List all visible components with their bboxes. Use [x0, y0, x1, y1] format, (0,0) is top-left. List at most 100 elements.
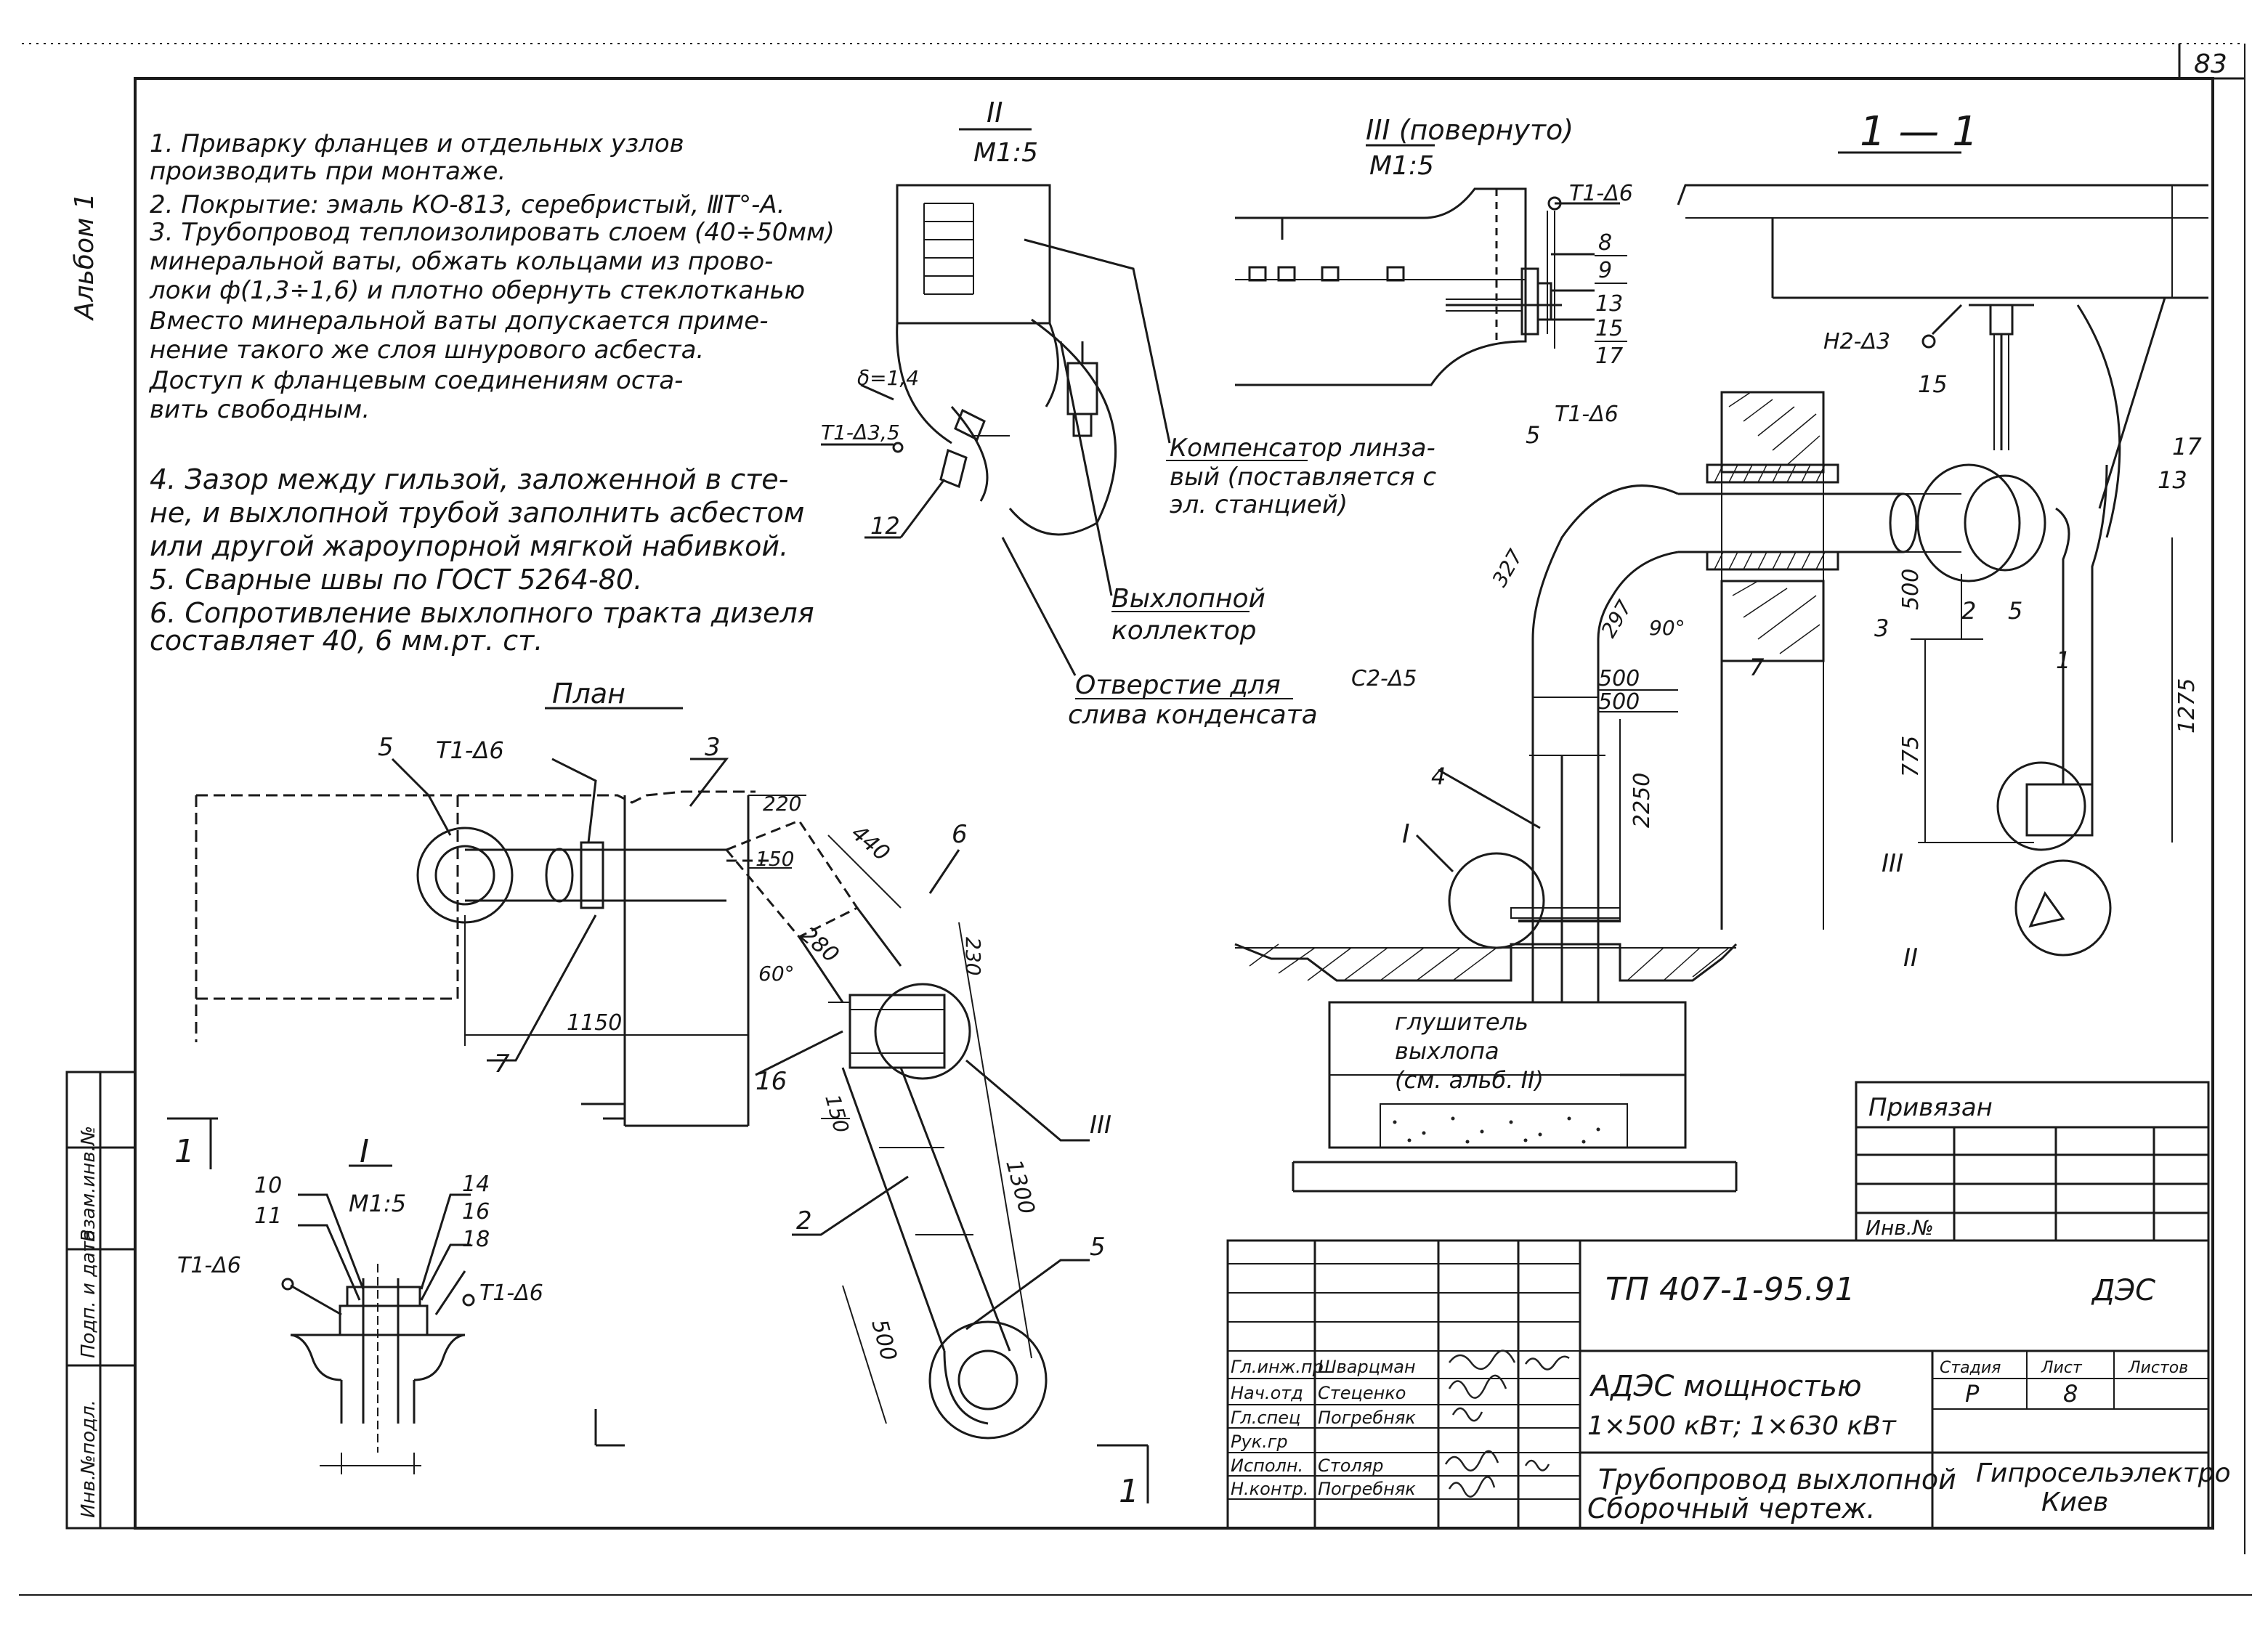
dim-60: 60°	[758, 962, 795, 986]
part-12-II: 12	[870, 512, 900, 540]
roman-III-section: III	[1882, 849, 1903, 878]
weld-t1-6-I-right: Т1-Δ6	[479, 1280, 543, 1306]
part-3-section: 3	[1874, 614, 1889, 642]
staff-role-4: Исполн.	[1231, 1456, 1303, 1476]
compensator-line2: вый (поставляется с	[1170, 463, 1436, 492]
section-1-1	[1234, 151, 2208, 1193]
tb-object-2: 1×500 кВт; 1×630 кВт	[1587, 1411, 1897, 1441]
dim-500-c: 500	[1898, 569, 1924, 610]
note-line: Доступ к фланцевым соединениям оста-	[150, 366, 684, 395]
part-10-I: 10	[254, 1173, 282, 1198]
part-17-section: 17	[2172, 433, 2202, 460]
dim-280: 280	[795, 922, 843, 968]
note-line: 5. Сварные швы по ГОСТ 5264-80.	[150, 564, 643, 596]
sheet-frame	[19, 43, 2252, 1596]
section-mark-right: 1	[1119, 1473, 1139, 1510]
signatures	[1444, 1349, 1570, 1498]
detail-I-id: I	[360, 1133, 369, 1170]
roman-II-section: II	[1903, 943, 1918, 973]
side-stamp	[65, 1071, 137, 1530]
part-15-section: 15	[1918, 370, 1948, 398]
part-11-I: 11	[254, 1203, 282, 1229]
compensator-line3: эл. станцией)	[1170, 490, 1348, 519]
dim-1150: 1150	[567, 1010, 622, 1036]
staff-name-2: Погребняк	[1318, 1408, 1416, 1428]
detail-II	[821, 128, 1171, 676]
note-line: 6. Сопротивление выхлопного тракта дизел…	[150, 597, 814, 629]
muffler-line3: (см. альб. II)	[1395, 1066, 1544, 1094]
tb-stage-h: Стадия	[1940, 1359, 2001, 1377]
part-7-section: 7	[1749, 654, 1765, 681]
note-line: составляет 40, 6 мм.рт. ст.	[150, 625, 543, 657]
dim-297: 297	[1596, 596, 1636, 642]
dim-440: 440	[846, 820, 894, 866]
staff-name-5: Погребняк	[1318, 1479, 1416, 1499]
part-5b-plan: 5	[1090, 1233, 1106, 1262]
weld-t1-35: Т1-Δ3,5	[821, 421, 900, 444]
tb-drawing-2: Сборочный чертеж.	[1587, 1493, 1875, 1525]
part-2-section: 2	[1961, 597, 1976, 625]
detail-II-id: II	[987, 97, 1003, 129]
part-6-plan: 6	[952, 820, 968, 849]
part-3-plan: 3	[705, 733, 721, 762]
part-1-section: 1	[2056, 646, 2070, 674]
dim-230: 230	[961, 937, 985, 975]
part-14-I: 14	[462, 1172, 490, 1197]
note-line: локи ф(1,3÷1,6) и плотно обернуть стекло…	[150, 276, 806, 305]
note-line: 2. Покрытие: эмаль КО-813, серебристый, …	[150, 190, 785, 219]
detail-III	[1235, 144, 1620, 386]
part-5b-section: 5	[2008, 597, 2022, 625]
tb-org-2: Киев	[2041, 1487, 2108, 1517]
delta-label: δ=1,4	[857, 366, 919, 390]
part-15-III: 15	[1595, 316, 1623, 341]
weld-t1-6-section: Т1-Δ6	[1555, 402, 1619, 427]
weld-t1-6-I-left: Т1-Δ6	[177, 1253, 241, 1278]
staff-role-0: Гл.инж.пр	[1231, 1357, 1324, 1377]
weld-t1-6-III: Т1-Δ6	[1569, 181, 1633, 206]
detail-I	[281, 1164, 475, 1474]
binding-title: Привязан	[1868, 1093, 1993, 1122]
dim-500-a: 500	[1598, 666, 1640, 691]
dim-775: 775	[1898, 736, 1924, 777]
part-17-III: 17	[1595, 344, 1623, 369]
side-stamp-sign: Подп. и дата	[78, 1230, 100, 1358]
note-line: минеральной ваты, обжать кольцами из про…	[150, 247, 774, 276]
binding-inv: Инв.№	[1866, 1216, 1934, 1240]
dim-500-b: 500	[1598, 689, 1640, 715]
plan-title: План	[552, 678, 625, 710]
roman-III-plan: III	[1090, 1111, 1111, 1140]
weld-c2-5: С2-Δ5	[1351, 666, 1417, 691]
part-7-plan: 7	[494, 1050, 510, 1079]
detail-III-id: III (повернуто)	[1366, 114, 1574, 146]
staff-name-0: Шварцман	[1318, 1357, 1416, 1377]
note-line: производить при монтаже.	[150, 157, 506, 186]
note-line: 4. Зазор между гильзой, заложенной в сте…	[150, 463, 789, 495]
tb-object-1: АДЭС мощностью	[1589, 1370, 1862, 1403]
detail-III-scale: М1:5	[1369, 151, 1434, 181]
dim-150-b: 150	[820, 1092, 854, 1135]
dim-500-plan: 500	[866, 1317, 902, 1363]
dim-90: 90°	[1649, 616, 1685, 640]
plan-view	[167, 707, 1149, 1503]
collector-line1: Выхлопной	[1111, 584, 1265, 614]
part-4-section: 4	[1431, 763, 1446, 790]
album-label: Альбом 1	[70, 192, 100, 321]
dim-220: 220	[763, 792, 801, 816]
tb-sheet-h: Лист	[2041, 1359, 2083, 1377]
weld-t1-6-plan: Т1-Δ6	[436, 736, 504, 764]
note-line: 1. Приварку фланцев и отдельных узлов	[150, 129, 684, 158]
side-stamp-inv: Инв.№подл.	[78, 1400, 100, 1518]
tb-mark: ДЭС	[2091, 1274, 2155, 1307]
part-2-plan: 2	[796, 1206, 812, 1235]
collector-line2: коллектор	[1111, 616, 1257, 646]
dim-1275: 1275	[2174, 678, 2200, 734]
note-line: 3. Трубопровод теплоизолировать слоем (4…	[150, 218, 835, 247]
note-line: нение такого же слоя шнурового асбеста.	[150, 336, 705, 365]
tb-drawing-1: Трубопровод выхлопной	[1598, 1463, 1956, 1495]
part-16-I: 16	[462, 1199, 490, 1225]
dim-2250: 2250	[1629, 773, 1655, 828]
staff-role-1: Нач.отд	[1231, 1383, 1303, 1403]
part-13-III: 13	[1595, 291, 1623, 317]
muffler-line1: глушитель	[1395, 1008, 1528, 1036]
